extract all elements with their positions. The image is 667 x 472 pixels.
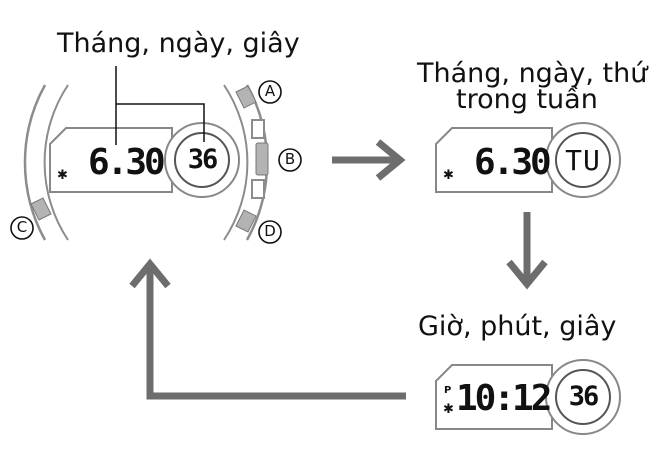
weekday-ring-inner	[555, 132, 611, 188]
watch-case-inner-left	[43, 84, 69, 241]
lcd-frame-date	[435, 127, 553, 193]
date-weekday-caption-line1: Tháng, ngày, thứ	[417, 58, 648, 89]
time-caption: Giờ, phút, giây	[418, 311, 617, 342]
watch-case-inner-right	[223, 84, 249, 241]
date-digits: 6.30	[474, 142, 552, 183]
button-a[interactable]	[235, 85, 257, 109]
bluetooth-icon: ✱	[443, 402, 454, 417]
date-weekday-caption-line2: trong tuần	[456, 84, 598, 115]
callout-bracket	[116, 103, 205, 142]
main-watch	[10, 66, 302, 244]
main-seconds-ring-inner	[174, 132, 230, 188]
main-lcd-frame	[49, 127, 173, 193]
bluetooth-icon: ✱	[57, 168, 68, 183]
button-a-circle	[258, 80, 282, 104]
time-seconds-ring-inner	[555, 369, 611, 425]
main-watch-caption: Tháng, ngày, giây	[57, 28, 300, 59]
button-b-circle	[278, 148, 302, 172]
button-b-label: B	[284, 150, 296, 168]
main-date-digits: 6.30	[88, 142, 166, 183]
watch-case-outer-left	[23, 84, 47, 241]
display-date-weekday	[435, 122, 621, 198]
arrow-return-head	[129, 258, 171, 289]
bluetooth-icon: ✱	[443, 168, 454, 183]
arrow-right-head	[375, 139, 406, 181]
time-seconds-digits: 36	[568, 381, 600, 412]
button-d[interactable]	[235, 209, 257, 233]
time-digits: 10:12	[456, 378, 552, 419]
button-b-upper-guard	[251, 119, 265, 139]
button-b-lower-guard	[251, 179, 265, 199]
button-c-label: C	[16, 218, 28, 236]
weekday-text: TU	[565, 144, 601, 177]
pm-marker: P	[444, 385, 452, 396]
lcd-frame-time	[435, 364, 553, 430]
button-c[interactable]	[30, 197, 52, 221]
main-seconds-digits: 36	[187, 144, 219, 175]
button-c-circle	[10, 216, 34, 240]
flow-arrows	[129, 139, 548, 400]
button-d-circle	[258, 220, 282, 244]
display-time	[435, 359, 621, 435]
button-d-label: D	[264, 222, 276, 240]
arrow-down-head	[506, 259, 548, 290]
arrow-return-shaft	[146, 266, 406, 400]
button-b[interactable]	[255, 142, 269, 176]
button-a-label: A	[264, 82, 276, 100]
